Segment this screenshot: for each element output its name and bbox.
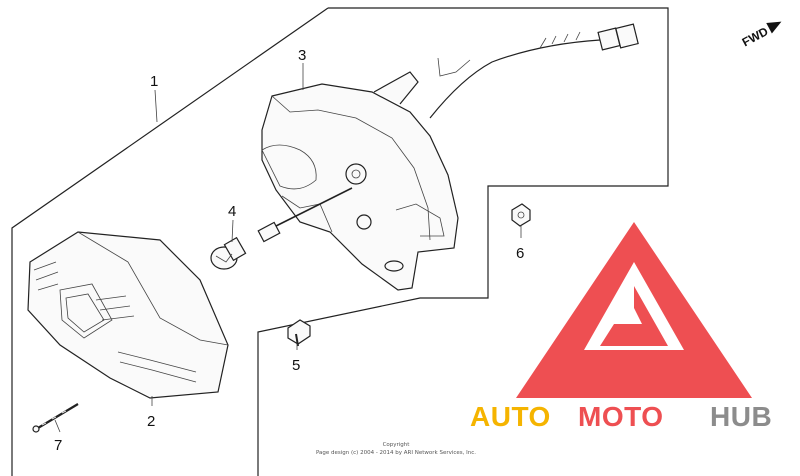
callout-5: 5: [292, 357, 300, 374]
callout-2: 2: [147, 413, 155, 430]
light-housing-part-3: [261, 71, 459, 291]
automotohub-logo: AUTO MOTO HUB: [470, 222, 772, 432]
forward-direction-indicator: FWD: [740, 21, 782, 49]
brand-moto: MOTO: [578, 401, 663, 432]
logo-triangle-icon: [516, 222, 752, 398]
leader-line-7: [54, 419, 61, 433]
logo-inner-mark-icon: [600, 286, 668, 346]
assembly-outline: [257, 7, 669, 476]
fwd-label: FWD: [740, 24, 771, 49]
callout-7: 7: [54, 437, 62, 454]
callout-1: 1: [150, 73, 158, 90]
assembly-outline-left: [11, 7, 329, 476]
screw-part-7: [32, 403, 79, 433]
bulb-part-4: [210, 236, 247, 270]
nut-part-6: [511, 203, 531, 227]
copyright-title: Copyright: [383, 442, 411, 448]
brand-hub: HUB: [710, 401, 772, 432]
callout-4: 4: [228, 203, 236, 220]
bolt-part-5: [287, 319, 311, 347]
wiring-harness: [429, 23, 639, 119]
callout-6: 6: [516, 245, 524, 262]
callout-3: 3: [298, 47, 306, 64]
leader-line-1: [154, 89, 158, 123]
leader-line-4: [231, 219, 234, 243]
forward-arrow-icon: [766, 21, 782, 34]
copyright-text: Page design (c) 2004 - 2014 by ARI Netwo…: [316, 450, 476, 456]
brand-auto: AUTO: [470, 401, 551, 432]
tail-light-lens: [27, 231, 229, 399]
bulb-socket: [257, 187, 353, 243]
